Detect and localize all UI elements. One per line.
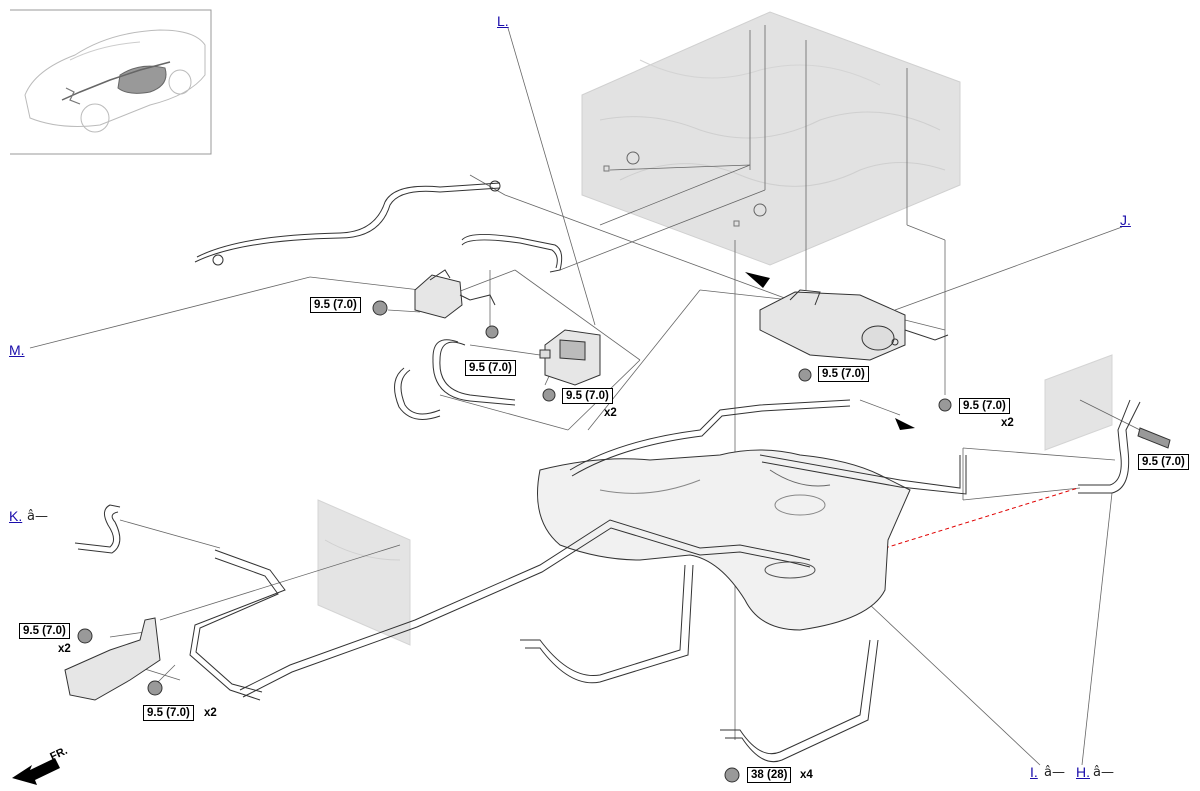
callout-k-symbol: â— (27, 509, 48, 524)
torque-spec-box: 9.5 (7.0) (310, 297, 361, 313)
bolt-fasteners (77, 300, 1171, 783)
tank-straps (520, 564, 879, 763)
quantity-multiplier: x2 (58, 643, 71, 655)
lower-bracket (64, 617, 161, 701)
fuel-lines (189, 399, 967, 701)
upper-body-panel (581, 11, 961, 266)
right-body-panel (1044, 354, 1113, 451)
callout-link-m[interactable]: M. (9, 342, 25, 358)
filler-neck (1078, 399, 1141, 494)
line-k-part (74, 504, 121, 554)
lower-left-body-panel (317, 499, 411, 646)
torque-spec-box: 9.5 (7.0) (959, 398, 1010, 414)
callout-h-symbol: â— (1093, 765, 1114, 780)
torque-spec-box: 38 (28) (747, 767, 792, 783)
vapor-hoses (194, 180, 563, 420)
red-alignment-guide (884, 487, 1079, 549)
callout-link-l[interactable]: L. (497, 13, 509, 29)
callout-i-symbol: â— (1044, 765, 1065, 780)
torque-spec-box: 9.5 (7.0) (19, 623, 70, 639)
quantity-multiplier: x2 (604, 407, 617, 419)
quantity-multiplier: x2 (204, 707, 217, 719)
direction-arrows (745, 272, 915, 430)
torque-spec-box: 9.5 (7.0) (143, 705, 194, 721)
valve-module-m (414, 269, 496, 319)
torque-spec-box: 9.5 (7.0) (562, 388, 613, 404)
callout-link-h[interactable]: H. (1076, 764, 1090, 780)
leader-lines (29, 25, 1141, 766)
callout-link-i[interactable]: I. (1030, 764, 1038, 780)
torque-spec-box: 9.5 (7.0) (1138, 454, 1189, 470)
charcoal-canister (759, 289, 949, 361)
callout-link-k[interactable]: K. (9, 508, 23, 524)
torque-spec-box: 9.5 (7.0) (465, 360, 516, 376)
vehicle-locator-inset (10, 9, 212, 155)
purge-valve-assembly (539, 329, 601, 386)
quantity-multiplier: x2 (1001, 417, 1014, 429)
callout-link-j[interactable]: J. (1120, 212, 1131, 228)
quantity-multiplier: x4 (800, 769, 813, 781)
torque-spec-box: 9.5 (7.0) (818, 366, 869, 382)
fuel-tank (537, 449, 911, 631)
front-direction-arrow (12, 758, 60, 785)
